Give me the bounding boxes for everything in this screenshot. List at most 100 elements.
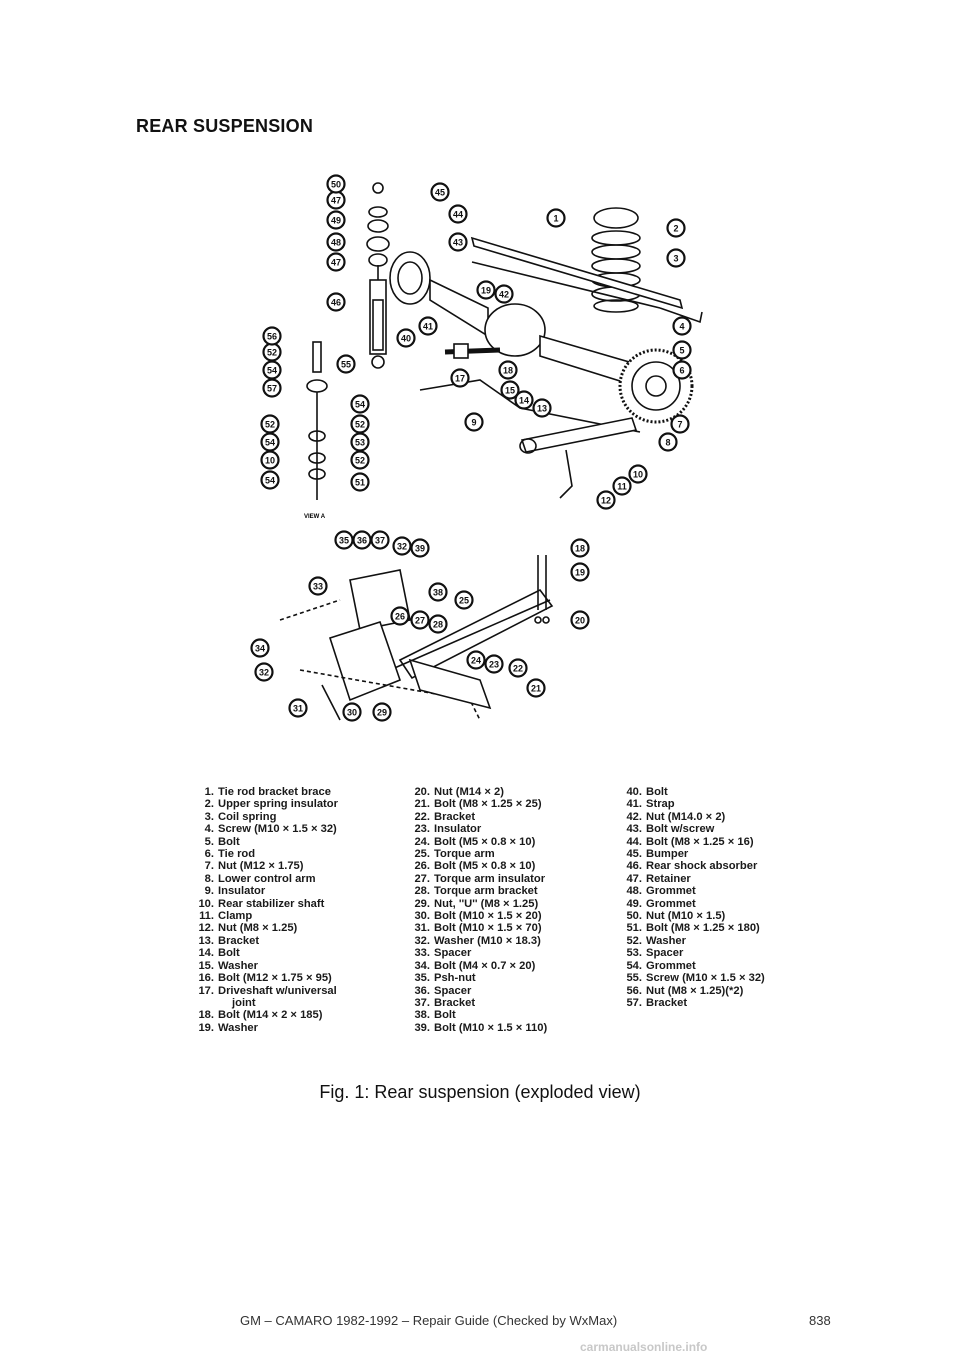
callout-number: 12	[601, 496, 611, 506]
legend-item-text: Retainer	[646, 872, 691, 885]
legend-item: 36.Spacer	[408, 985, 547, 997]
legend-item-number: 55.	[626, 972, 642, 985]
legend-item-text: Washer	[218, 959, 258, 972]
callout-bubble	[342, 702, 362, 722]
callout-11: 11	[612, 476, 632, 496]
callout-21: 21	[526, 678, 546, 698]
legend-item: 19.Washer	[192, 1022, 338, 1034]
callout-bubble	[628, 464, 648, 484]
legend-item-text: Nut (M14 × 2)	[434, 786, 504, 798]
legend-item-number: 27.	[414, 872, 430, 885]
callout-bubble	[448, 232, 468, 252]
legend-item-number: 47.	[626, 872, 642, 885]
legend-item-number: 24.	[414, 835, 430, 848]
legend-item-number: 14.	[198, 947, 214, 960]
legend-item-text: Nut, ''U'' (M8 × 1.25)	[434, 897, 539, 910]
legend-item-number: 10.	[198, 897, 214, 910]
legend-item: 33.Spacer	[408, 947, 547, 959]
legend-item-number: 6.	[204, 848, 214, 861]
callout-bubble	[484, 654, 504, 674]
legend-item: 29.Nut, ''U'' (M8 × 1.25)	[408, 898, 547, 910]
legend-item-text: Bolt	[434, 1009, 456, 1022]
callout-number: 49	[331, 216, 341, 226]
axle-housing-art	[389, 251, 694, 424]
callout-54: 54	[350, 394, 370, 414]
callout-52: 52	[350, 414, 370, 434]
callout-44: 44	[448, 204, 468, 224]
legend-item-text: Bolt (M5 × 0.8 × 10)	[434, 860, 536, 873]
callout-45: 45	[430, 182, 450, 202]
callout-number: 47	[331, 258, 341, 268]
legend-item-text: Bolt (M10 × 1.5 × 70)	[434, 922, 542, 935]
legend-item-text: Screw (M10 × 1.5 × 32)	[646, 972, 765, 985]
legend-item-number: 52.	[626, 934, 642, 947]
legend-item: 52. Washer	[620, 935, 765, 947]
callout-number: 9	[471, 418, 476, 428]
callout-bubble	[250, 638, 270, 658]
callout-number: 44	[453, 210, 463, 220]
callout-number: 22	[513, 664, 523, 674]
callout-number: 2	[673, 224, 678, 234]
legend-item: 38. Bolt	[408, 1009, 547, 1021]
callout-number: 5	[679, 346, 684, 356]
callout-number: 48	[331, 238, 341, 248]
legend-item-number: 34.	[414, 959, 430, 972]
callout-29: 29	[372, 702, 392, 722]
legend-item: 50.Nut (M10 × 1.5)	[620, 910, 765, 922]
callout-bubble	[508, 658, 528, 678]
legend-item-number: 16.	[198, 972, 214, 985]
callout-bubble	[262, 326, 282, 346]
callout-bubble	[666, 218, 686, 238]
legend-item-text: Washer	[646, 934, 686, 947]
legend-item-text: Bumper	[646, 848, 689, 861]
callout-number: 11	[617, 482, 627, 492]
callout-23: 23	[484, 654, 504, 674]
callout-40: 40	[396, 328, 416, 348]
legend-item: 11.Clamp	[192, 910, 338, 922]
legend-item: 34.Bolt (M4 × 0.7 × 20)	[408, 960, 547, 972]
callout-8: 8	[658, 432, 678, 452]
legend-item: 42.Nut (M14.0 × 2)	[620, 811, 765, 823]
callout-number: 10	[633, 470, 643, 480]
callout-number: 52	[265, 420, 275, 430]
legend-item-number: 38.	[414, 1009, 430, 1022]
legend-item-text: Nut (M12 × 1.75)	[218, 860, 304, 873]
callout-26: 26	[390, 606, 410, 626]
callout-number: 6	[679, 366, 684, 376]
callout-bubble	[260, 470, 280, 490]
legend-item: 13.Bracket	[192, 935, 338, 947]
callout-18: 18	[570, 538, 590, 558]
callout-33: 33	[308, 576, 328, 596]
callout-number: 54	[265, 438, 275, 448]
legend-item-text: Bolt (M8 × 1.25 × 25)	[434, 798, 542, 811]
legend-item: 45.Bumper	[620, 848, 765, 860]
legend-item-number: 20.	[414, 786, 430, 798]
callout-15: 15	[500, 380, 520, 400]
legend-item-text: Tie rod	[218, 848, 256, 861]
legend-item: 57.Bracket	[620, 997, 765, 1009]
callout-5: 5	[672, 340, 692, 360]
legend-item: 26.Bolt (M5 × 0.8 × 10)	[408, 860, 547, 872]
legend-column-2: 20.Nut (M14 × 2)21.Bolt (M8 × 1.25 × 25)…	[408, 786, 547, 1034]
legend-item-text: Bolt (M5 × 0.8 × 10)	[434, 835, 536, 848]
callout-bubble	[464, 412, 484, 432]
legend-item-number: 4.	[204, 823, 214, 836]
legend-item-number: 30.	[414, 910, 430, 923]
callout-34: 34	[250, 638, 270, 658]
legend-item: 37.Bracket	[408, 997, 547, 1009]
legend-item: 49.Grommet	[620, 898, 765, 910]
callout-55: 55	[336, 354, 356, 374]
legend-item: 40.Bolt	[620, 786, 765, 798]
legend-item: 54.Grommet	[620, 960, 765, 972]
legend-item-number: 46.	[626, 860, 642, 873]
callout-bubble	[350, 414, 370, 434]
callout-number: 56	[267, 332, 277, 342]
legend-item: 48.Grommet	[620, 885, 765, 897]
legend-item: 12.Nut (M8 × 1.25)	[192, 922, 338, 934]
legend-item-number: 28.	[414, 885, 430, 898]
callout-bubble	[326, 210, 346, 230]
stabilizer-and-control-arm-art	[419, 379, 641, 499]
legend-item-text: Nut (M8 × 1.25)	[218, 922, 298, 935]
legend-item-number: 5.	[204, 835, 214, 848]
legend-item: 16.Bolt (M12 × 1.75 × 95)	[192, 972, 338, 984]
